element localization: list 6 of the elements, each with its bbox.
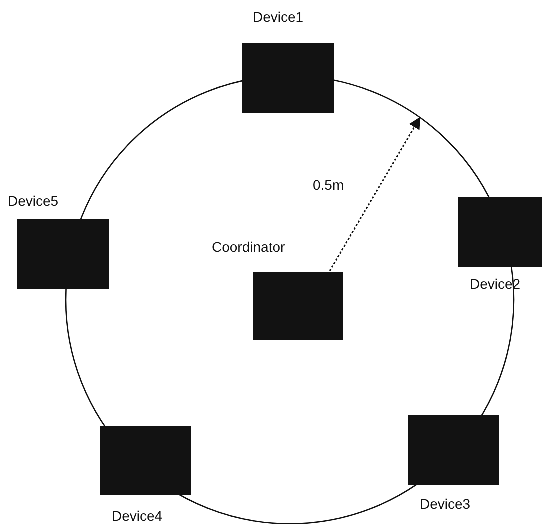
device-label: Device3	[420, 496, 471, 512]
device-label: Coordinator	[212, 239, 286, 255]
device-label: Device5	[8, 193, 59, 209]
device-label: Device4	[112, 508, 163, 524]
device-label: Device1	[253, 9, 304, 25]
distance-label: 0.5m	[313, 177, 344, 193]
